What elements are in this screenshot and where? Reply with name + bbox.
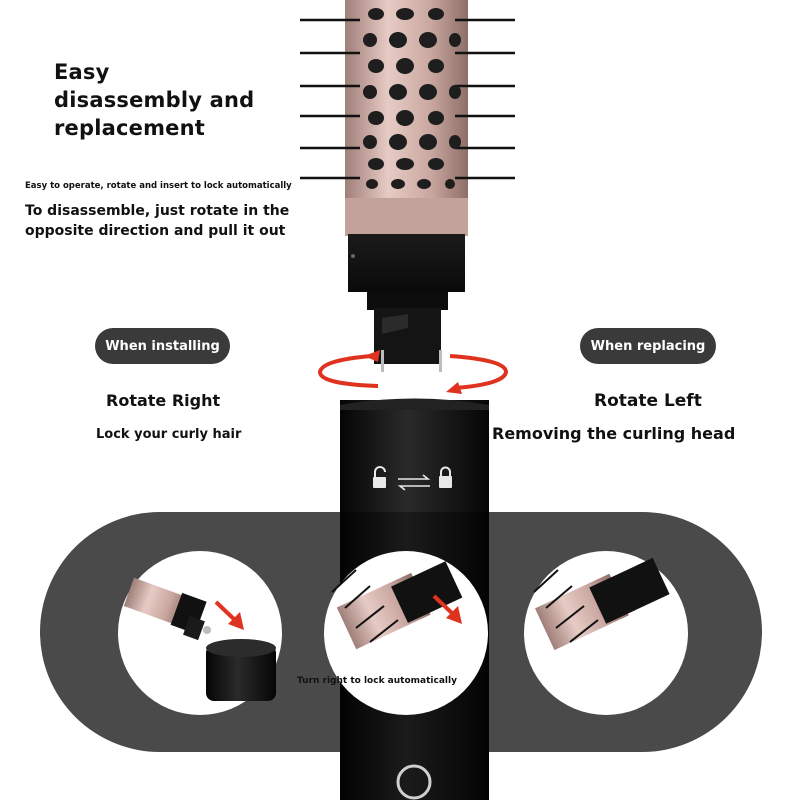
lock-icon bbox=[439, 466, 452, 488]
brush-holes bbox=[363, 8, 461, 189]
lock-curly-hair-label: Lock your curly hair bbox=[96, 427, 242, 442]
small-note: Easy to operate, rotate and insert to lo… bbox=[25, 181, 292, 191]
instructions-line-2: opposite direction and pull it out bbox=[25, 223, 286, 239]
headline-line-2: disassembly and bbox=[54, 88, 255, 112]
headline: Easy disassembly and replacement bbox=[54, 58, 254, 142]
rotate-left-label: Rotate Left bbox=[594, 391, 702, 411]
instructions: To disassemble, just rotate in the oppos… bbox=[25, 201, 289, 241]
step-3-image bbox=[524, 551, 688, 715]
rotate-right-label: Rotate Right bbox=[106, 391, 221, 410]
unlock-icon bbox=[373, 466, 386, 488]
step-caption: Turn right to lock automatically bbox=[297, 676, 457, 686]
headline-line-1: Easy bbox=[54, 60, 110, 84]
red-arrow-icon bbox=[432, 594, 462, 624]
red-arrow-icon bbox=[214, 600, 244, 630]
removing-head-label: Removing the curling head bbox=[492, 424, 736, 443]
when-replacing-badge: When replacing bbox=[580, 328, 716, 364]
curling-brush-head bbox=[345, 0, 468, 372]
when-installing-badge: When installing bbox=[95, 328, 230, 364]
brush-bristles bbox=[300, 18, 515, 180]
rotate-arrows-icon bbox=[317, 354, 509, 390]
swap-arrows-icon bbox=[397, 474, 431, 491]
power-button bbox=[396, 764, 432, 800]
step-2-image bbox=[324, 551, 488, 715]
headline-line-3: replacement bbox=[54, 116, 206, 140]
instructions-line-1: To disassemble, just rotate in the bbox=[25, 203, 290, 219]
step-1-image bbox=[118, 551, 282, 715]
